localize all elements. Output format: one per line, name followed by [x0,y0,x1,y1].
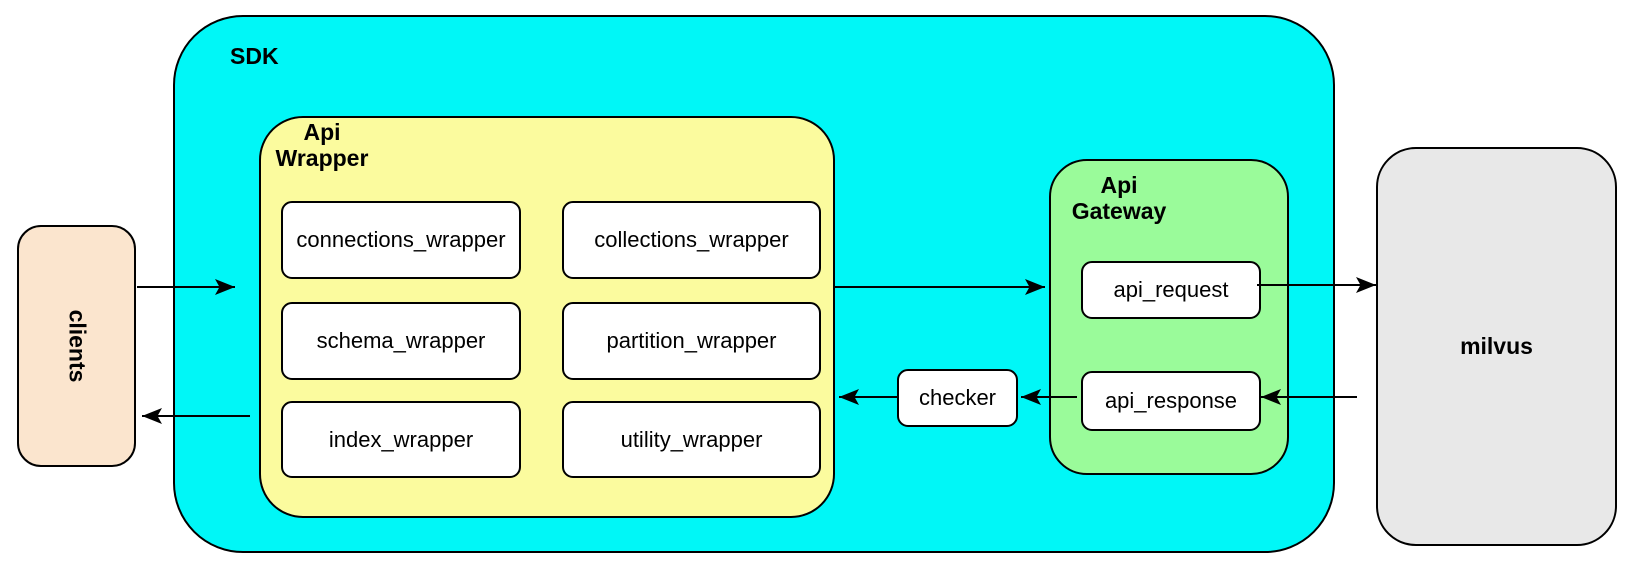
sdk-label: SDK [230,43,279,69]
index-wrapper-label: index_wrapper [328,426,474,452]
api-request-label: api_request [1113,277,1229,302]
partition-wrapper-node: partition_wrapper [562,302,821,380]
api-gateway-label: Api Gateway [1071,172,1167,224]
api-request-node: api_request [1081,261,1261,319]
schema-wrapper-node: schema_wrapper [281,302,521,380]
api-wrapper-container: Api Wrapper connections_wrapper collecti… [259,116,835,518]
checker-node: checker [897,369,1018,427]
connections-wrapper-node: connections_wrapper [281,201,521,279]
utility-wrapper-label: utility_wrapper [620,426,763,452]
api-response-label: api_response [1104,388,1238,413]
api-gateway-container: Api Gateway api_request api_response [1049,159,1289,475]
utility-wrapper-node: utility_wrapper [562,401,821,478]
collections-wrapper-node: collections_wrapper [562,201,821,279]
collections-wrapper-label: collections_wrapper [594,227,789,252]
schema-wrapper-label: schema_wrapper [316,328,486,353]
api-response-node: api_response [1081,371,1261,431]
api-wrapper-label: Api Wrapper [275,119,369,171]
checker-label: checker [918,385,997,410]
connections-wrapper-label: connections_wrapper [296,227,506,252]
partition-wrapper-label: partition_wrapper [606,328,777,353]
clients-label: clients [64,309,90,383]
index-wrapper-node: index_wrapper [281,401,521,478]
milvus-label: milvus [1460,333,1533,359]
milvus-node: milvus [1376,147,1617,546]
sdk-container: SDK Api Wrapper connections_wrapper coll… [173,15,1335,553]
clients-node: clients [17,225,136,467]
